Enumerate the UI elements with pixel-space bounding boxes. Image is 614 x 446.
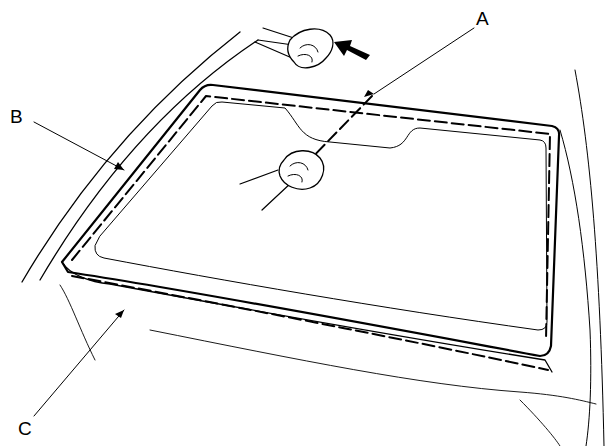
leader-line — [34, 310, 124, 416]
a-pillar-inner — [40, 40, 258, 280]
callout-letter: B — [8, 106, 25, 127]
body-right — [560, 130, 591, 446]
arm-upper — [255, 42, 292, 58]
fender-line — [520, 400, 560, 446]
windshield-glass — [62, 85, 559, 356]
cowl-edge — [62, 262, 552, 372]
arm-lower2 — [240, 170, 278, 184]
hand-fingers-upper — [298, 45, 318, 62]
callout-letter: C — [16, 418, 34, 439]
hand-cloth-upper — [288, 29, 333, 68]
ceramic-border — [95, 102, 547, 330]
leader-line — [34, 122, 124, 170]
hand-cloth-lower — [279, 151, 323, 190]
a-pillar — [22, 32, 240, 282]
leader-line — [374, 28, 474, 94]
direction-arrow — [334, 40, 370, 60]
callout-letter: A — [474, 8, 491, 29]
hood-left — [60, 285, 95, 360]
dashed-edge-line — [72, 96, 550, 340]
dashed-cowl-line — [72, 276, 548, 370]
leader-arrowhead — [114, 90, 374, 318]
hood-line — [150, 330, 596, 404]
body-right-outer — [575, 70, 604, 446]
hand-fingers-lower — [288, 163, 308, 182]
arm-lower — [262, 182, 292, 210]
